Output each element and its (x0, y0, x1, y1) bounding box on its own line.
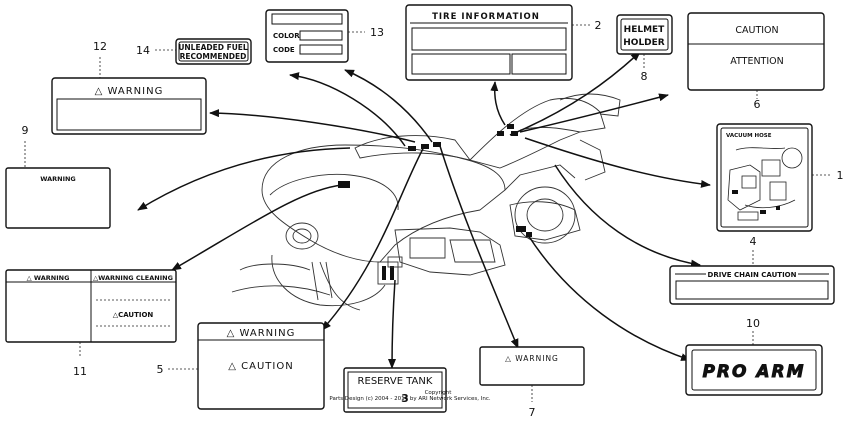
leader-arrows (137, 51, 711, 369)
caution5-title: △ CAUTION (228, 361, 293, 372)
copyright-line-2: Parts Design (c) 2004 - 2014 by ARI Netw… (329, 396, 490, 402)
callout-13: 13 (370, 26, 384, 39)
motorcycle-illustration (231, 93, 621, 311)
callout-5: 5 (157, 363, 164, 376)
label-reserve-tank: RESERVE TANK 3 (343, 367, 447, 413)
drive-chain-title: DRIVE CHAIN CAUTION (708, 271, 797, 279)
callout-2: 2 (595, 19, 602, 32)
unleaded-line-2: RECOMMENDED (180, 52, 247, 61)
warning5-title: △ WARNING (227, 328, 296, 339)
helmet-line-1: HELMET (624, 25, 666, 35)
label-pro-arm: 10 PRO ARM (685, 317, 823, 396)
caution-text: CAUTION (735, 25, 778, 36)
tire-title: TIRE INFORMATION (432, 12, 540, 22)
label-warning-7: △ WARNING 7 (479, 346, 585, 419)
vacuum-hose-schematic (727, 147, 803, 221)
callout-9: 9 (22, 124, 29, 137)
code-text: CODE (273, 46, 295, 54)
label-helmet-holder: HELMET HOLDER 8 (616, 14, 673, 83)
attention-text: ATTENTION (730, 56, 784, 67)
callout-1: 1 (837, 169, 844, 182)
warning11-caution: △CAUTION (113, 311, 154, 319)
callout-10: 10 (746, 317, 760, 330)
warning11-left: △ WARNING (27, 274, 70, 282)
label-drive-chain-caution: 4 DRIVE CHAIN CAUTION (669, 235, 835, 305)
label-caution-attention: CAUTION ATTENTION 6 (687, 12, 825, 111)
unleaded-line-1: UNLEADED FUEL (178, 43, 248, 52)
label-vacuum-hose: VACUUM HOSE 1 (716, 123, 844, 232)
callout-7: 7 (529, 406, 536, 419)
label-unleaded-fuel: UNLEADED FUEL RECOMMENDED 14 (136, 38, 252, 65)
callout-8: 8 (641, 70, 648, 83)
helmet-line-2: HOLDER (623, 38, 665, 48)
callout-14: 14 (136, 44, 150, 57)
reserve-title: RESERVE TANK (358, 376, 433, 387)
callout-4: 4 (750, 235, 757, 248)
label-warning-9: WARNING 9 (5, 124, 111, 229)
pro-arm-logo: PRO ARM (702, 362, 805, 382)
warning9-title: WARNING (40, 175, 76, 183)
callout-6: 6 (754, 98, 761, 111)
callout-11: 11 (73, 365, 87, 378)
warning11-right: △WARNING CLEANING (93, 274, 173, 282)
color-text: COLOR (273, 32, 300, 40)
vacuum-title: VACUUM HOSE (726, 133, 772, 139)
label-color-code: COLOR CODE 13 (265, 9, 384, 63)
warning12-title: △ WARNING (95, 86, 164, 97)
callout-3: 3 (401, 392, 409, 405)
copyright-line-1: Copyright (425, 390, 453, 396)
warning7-title: △ WARNING (505, 354, 559, 363)
label-warning-11: △ WARNING △WARNING CLEANING △CAUTION 11 (5, 269, 177, 378)
copyright-notice: Copyright Parts Design (c) 2004 - 2014 b… (329, 390, 490, 402)
callout-12: 12 (93, 40, 107, 53)
label-warning-caution-5: △ WARNING △ CAUTION 5 (157, 322, 325, 410)
label-tire-information: TIRE INFORMATION 2 (405, 4, 602, 81)
label-warning-12: △ WARNING 12 (51, 40, 207, 135)
